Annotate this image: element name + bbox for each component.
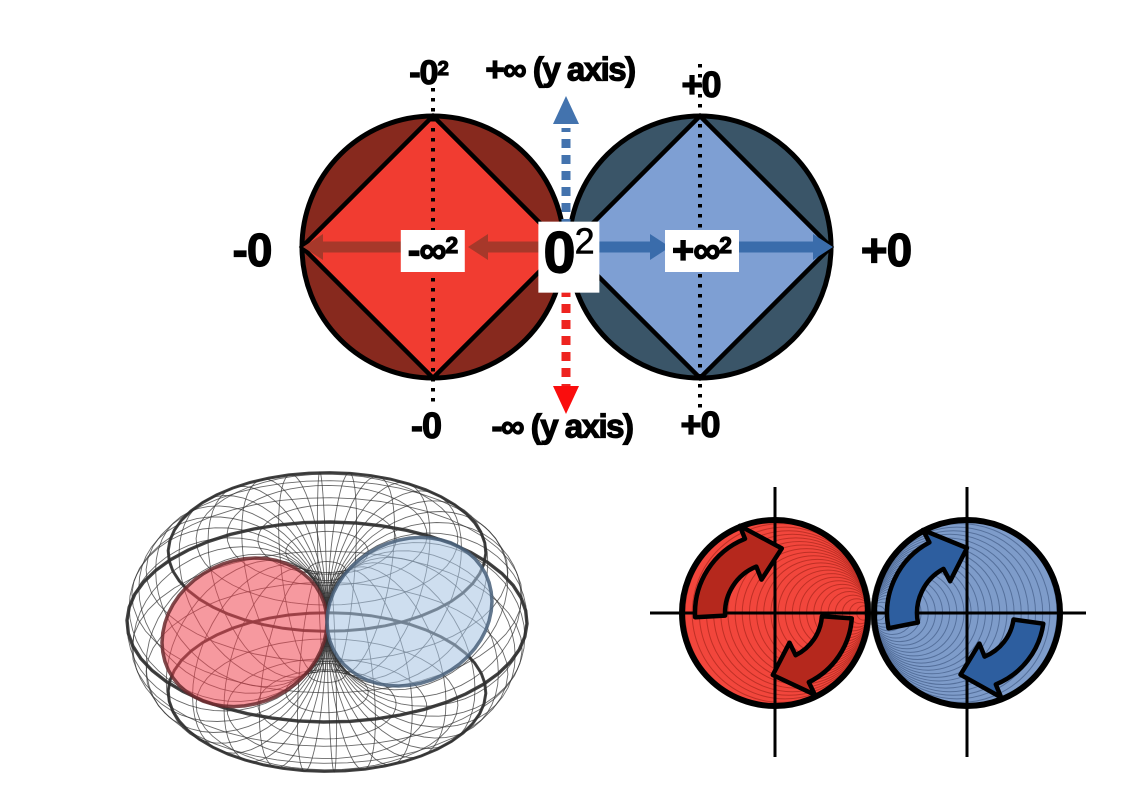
blue-clockwise-arrow-bottom (958, 617, 1046, 700)
torus-red-disc (160, 556, 329, 709)
blue-clockwise-arrow-top (884, 527, 970, 631)
mesh-band (125, 520, 529, 724)
rotating-circles-figure (650, 487, 1086, 757)
label-zero-squared: 02 (538, 220, 600, 293)
label-pos-infinity-squared: +∞2 (665, 230, 739, 272)
label-sup: 2 (719, 231, 733, 258)
label-base: +∞ (671, 230, 720, 272)
red-clockwise-arrow-bottom (770, 614, 855, 698)
pos-infinity-arrow-long (737, 234, 833, 260)
blue-circle-outline (871, 517, 1063, 709)
y-axis-down-arrowhead (553, 386, 579, 414)
label-sup: 2 (437, 57, 450, 80)
torus-blue-disc (325, 535, 494, 688)
label-outer-left-zero: -0 (232, 224, 273, 276)
mesh-line (307, 662, 347, 683)
label-bottom-axis: -∞ (y axis) (491, 407, 635, 445)
label-neg-infinity-squared: -∞2 (400, 230, 466, 272)
label-bottom-neg-zero: -0 (410, 405, 442, 446)
neg-infinity-arrow-short (468, 234, 543, 260)
label-sup: 2 (445, 231, 459, 258)
mesh-line (131, 497, 523, 694)
label-outer-right-zero: +0 (860, 224, 913, 276)
mesh-line (285, 671, 369, 714)
label-top-axis: +∞ (y axis) (485, 50, 637, 88)
label-top-neg-zero-squared: -02 (409, 54, 450, 92)
neg-infinity-arrow-long (303, 234, 401, 260)
horn-torus-wireframe-figure (125, 471, 529, 773)
pos-infinity-arrow-short (595, 234, 670, 260)
y-axis-up-arrowhead (553, 96, 579, 124)
label-base: -∞ (407, 230, 447, 272)
label-base: 0 (543, 220, 576, 286)
label-top-pos-zero: +0 (681, 64, 722, 105)
red-circle-outline (679, 517, 871, 709)
mesh-line (257, 669, 397, 740)
label-sup: 2 (574, 220, 595, 262)
red-clockwise-arrow-top (692, 523, 785, 620)
label-bottom-pos-zero: +0 (680, 404, 721, 445)
label-base: -0 (409, 54, 439, 92)
